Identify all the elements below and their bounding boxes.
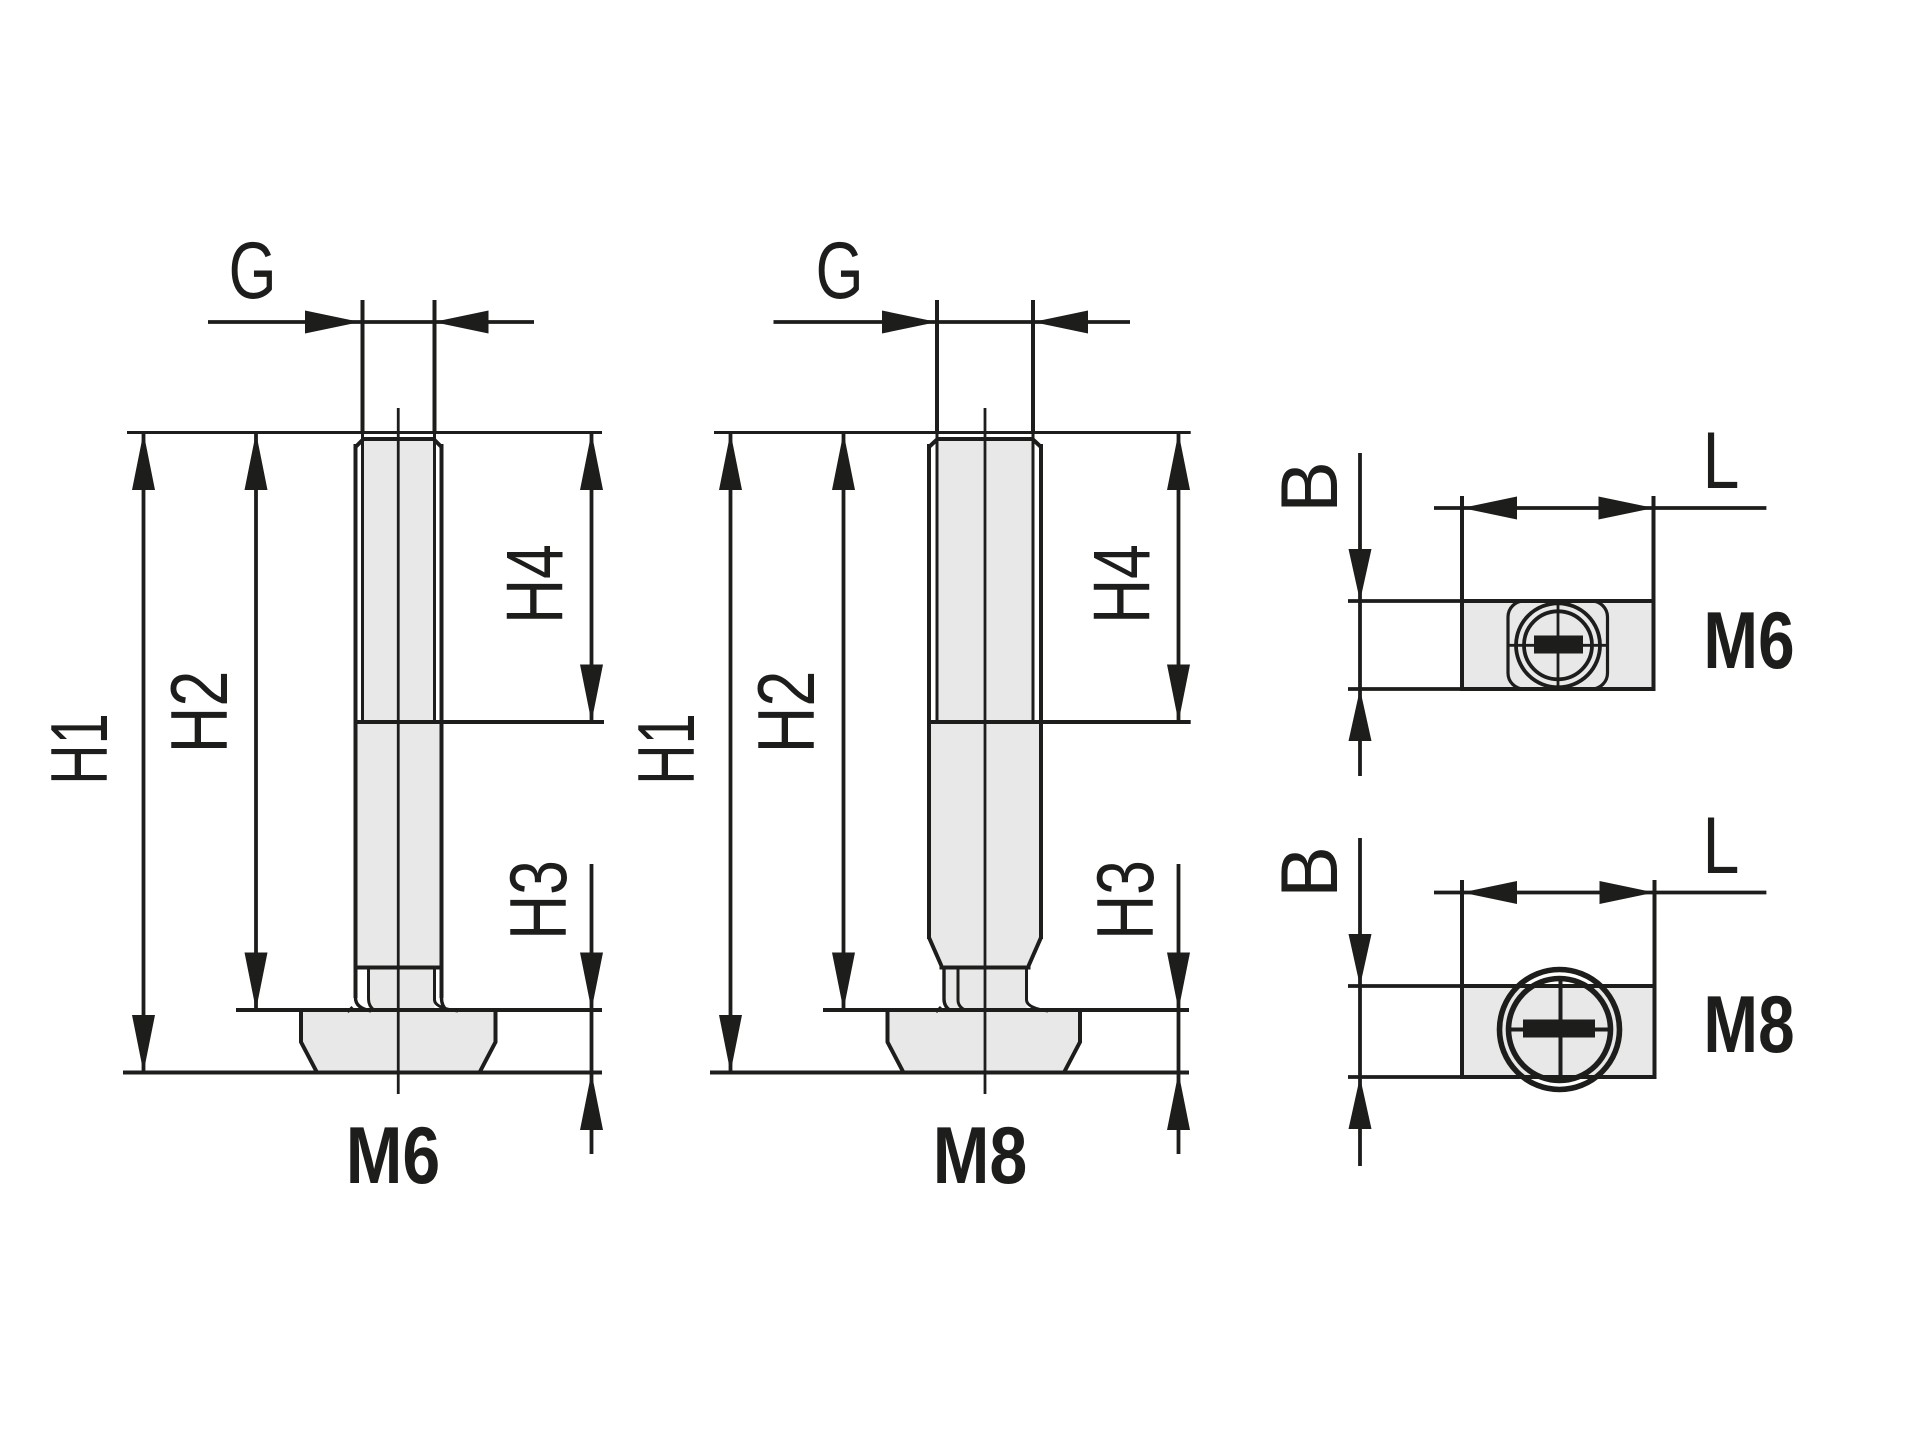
svg-text:H1: H1 [34, 713, 125, 784]
svg-text:H2: H2 [741, 671, 832, 754]
svg-text:G: G [816, 226, 864, 316]
svg-text:M6: M6 [1703, 594, 1794, 685]
svg-text:G: G [229, 226, 277, 316]
svg-text:H3: H3 [1081, 860, 1171, 940]
svg-text:H1: H1 [621, 713, 712, 784]
svg-text:H4: H4 [1078, 544, 1168, 624]
svg-text:M8: M8 [933, 1109, 1028, 1200]
svg-text:M6: M6 [346, 1109, 441, 1200]
svg-text:L: L [1703, 800, 1740, 891]
svg-text:H2: H2 [154, 671, 245, 754]
svg-text:B: B [1264, 846, 1355, 898]
svg-text:M8: M8 [1703, 978, 1794, 1069]
svg-text:H4: H4 [491, 544, 581, 624]
svg-text:L: L [1703, 415, 1740, 506]
svg-text:B: B [1264, 461, 1355, 513]
svg-text:H3: H3 [494, 860, 584, 940]
